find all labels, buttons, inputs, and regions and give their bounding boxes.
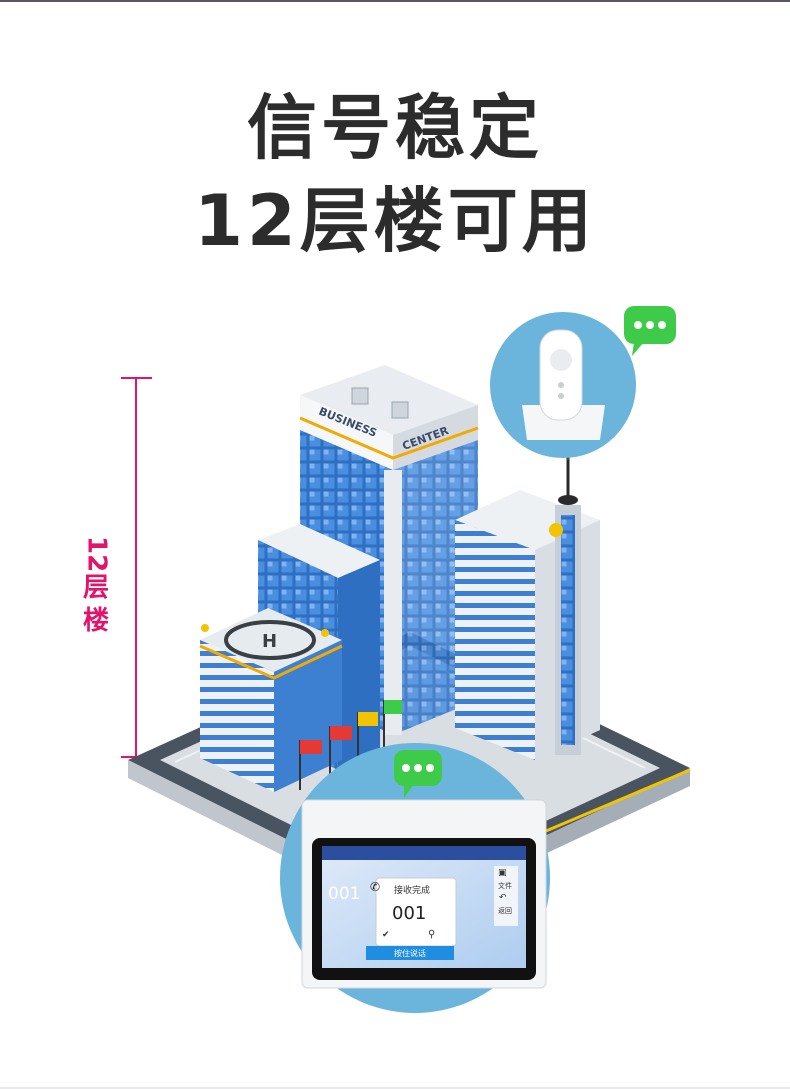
side-file-label[interactable]: 文件: [498, 882, 512, 890]
bottom-divider: [0, 1087, 790, 1089]
flags: [299, 700, 402, 790]
search-icon[interactable]: ⚲: [428, 929, 436, 940]
chat-bubble-bottom: [394, 750, 442, 798]
right-building: [455, 455, 600, 760]
confirm-icon[interactable]: ✔: [382, 930, 390, 940]
headline-line-2: 12层楼可用: [194, 180, 596, 262]
headline-line-1: 信号稳定: [247, 87, 543, 169]
scale-label: 12 层 楼: [78, 536, 114, 638]
scale-unit-2: 楼: [82, 606, 109, 637]
talk-button[interactable]: 按住说话: [394, 949, 426, 958]
terminal-callout: [280, 743, 550, 1013]
scale-number: 12: [81, 536, 112, 573]
helipad-building: H: [199, 608, 343, 792]
desk-device-callout: [490, 312, 636, 460]
height-scale: [121, 377, 152, 758]
helipad-letter: H: [262, 631, 277, 652]
phone-icon: ✆: [370, 880, 381, 894]
side-back-label[interactable]: 返回: [498, 907, 512, 915]
chat-bubble-top: [624, 306, 676, 356]
file-icon[interactable]: ▣: [498, 868, 507, 878]
caller-id-large: 001: [328, 884, 361, 904]
scale-unit-1: 层: [82, 573, 109, 604]
back-icon[interactable]: ↶: [499, 893, 507, 903]
top-divider: [0, 0, 790, 2]
number-display: 001: [392, 903, 427, 924]
status-text: 接收完成: [394, 886, 431, 896]
